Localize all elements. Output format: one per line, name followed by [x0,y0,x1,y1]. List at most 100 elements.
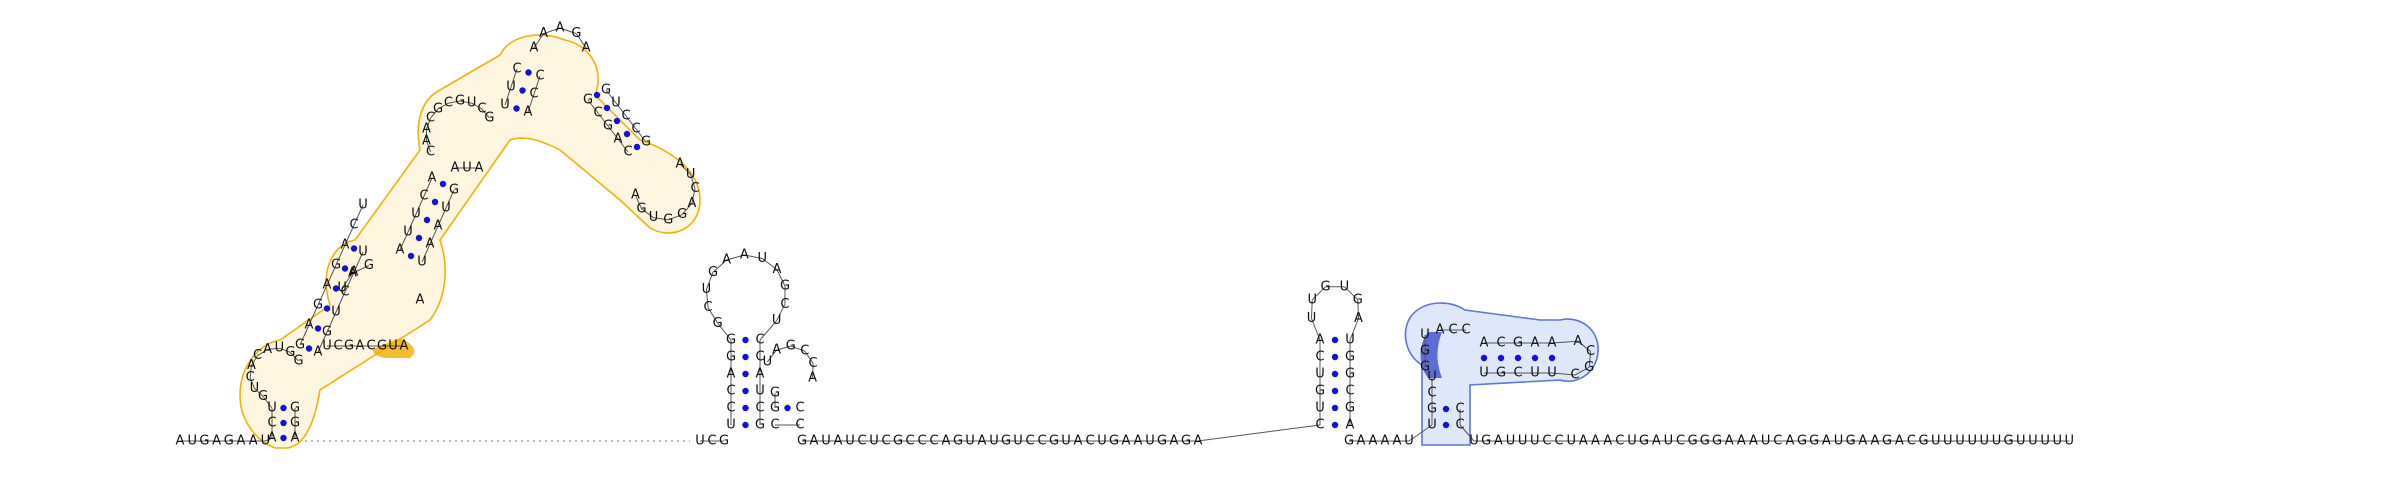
backbone-3prime-35: A [1895,434,1904,449]
backbone-segment-160 [668,214,683,221]
s1-loop-a-7: G [285,345,295,360]
backbone-mid2-0: G [1344,434,1354,449]
backbone-segment-186 [705,289,709,308]
s1-stem-e-right-2: C [621,109,630,124]
backbone-segment-189 [726,254,745,261]
s4-loop-b-0: A [1574,334,1583,349]
backbone-segment-146 [559,27,577,35]
backbone-mid1-11: C [929,434,938,449]
s1-highlighted-segment-2: G [344,339,354,354]
backbone-segment-185 [707,307,719,324]
backbone-3prime-46: U [2028,434,2038,449]
s2-stem-a-left-1: C [726,401,735,416]
s2-bridge-0: C [770,418,779,433]
s1-highlighted-segment-0: U [322,339,332,354]
backbone-segment-139 [481,108,490,119]
backbone-segment-187 [705,272,714,290]
backbone-segment-196 [759,320,777,341]
backbone-3prime-18: G [1688,434,1698,449]
s1-loop-c-3: C [426,111,435,126]
backbone-segment-150 [607,125,619,140]
backbone-3prime-49: U [2065,434,2075,449]
s3-stem-right-5: U [1345,333,1355,348]
backbone-mid1-9: C [905,434,914,449]
s3-loop-0: U [1307,311,1317,326]
s1-stem-e-right-3: C [631,122,640,137]
s1-loop-e-1: U [686,167,696,182]
backbone-3prime-0: U [1469,434,1479,449]
backbone-mid1-13: G [953,434,963,449]
backbone-3prime-44: G [2004,434,2014,449]
s1-loop-c-2: A [422,122,431,137]
backbone-segment-133 [426,117,432,130]
s1-stem-e-right-1: U [611,96,621,111]
s4-stem-b-top-4: A [1548,336,1557,351]
s3-stem-left-3: U [1315,367,1325,382]
backbone-segment-105 [290,352,299,362]
backbone-segment-244 [1459,424,1475,442]
s1-stem-d-right-0: A [524,105,533,120]
backbone-mid1-31: A [1170,434,1179,449]
s1-pair-c-2 [423,216,431,224]
s1-interior-2-left-1: U [462,161,472,176]
backbone-segment-149 [597,112,609,127]
s1-stem-a-right-2: G [290,401,300,416]
s1-loop-a-6: U [275,341,285,356]
s1-stem-c-right-2: A [434,219,443,234]
backbone-3prime-7: C [1554,434,1563,449]
s3-loop-3: U [1340,279,1350,294]
s2-pair-a-0 [742,421,749,429]
backbone-segment-157 [690,174,696,189]
backbone-mid1-5: C [857,434,866,449]
backbone-segment-162 [641,208,654,219]
backbone-segment-151 [617,138,629,153]
backbone-mid2-5: U [1404,434,1414,449]
s1-stem-b-right-4: A [350,265,359,280]
s1-stem-b-left-3: A [323,278,332,293]
s4-stem-b-bottom-3: U [1530,366,1540,381]
backbone-segment-148 [587,99,599,114]
s2-stem-a-left-5: G [726,333,736,348]
s2-pair-b-0 [784,404,791,412]
backbone-segment-124 [423,177,433,197]
backbone-5prime-3: A [212,434,221,449]
backbone-3prime-40: U [1955,434,1965,449]
backbone-segment-145 [543,27,561,35]
s1-loop-c-7: U [467,96,477,111]
backbone-segment-137 [459,100,472,104]
backbone-3prime-47: U [2040,434,2050,449]
s1-loop-a-2: C [246,370,255,385]
backbone-3prime-15: A [1652,434,1661,449]
s4-dark-segment-0: U [1420,328,1430,343]
s2-stem-a-right-3: A [756,367,765,382]
backbone-segment-125 [421,243,431,263]
backbone-mid1-19: C [1025,434,1034,449]
s1-pair-c-3 [431,198,439,206]
backbone-segment-128 [445,189,455,209]
backbone-3prime-8: U [1566,434,1576,449]
s1-loop-c-5: C [444,96,453,111]
backbone-segment-119 [341,272,353,289]
s1-loop-c-0: C [426,145,435,160]
s1-stem-b-left-1: A [305,318,314,333]
backbone-mid1-4: U [845,434,855,449]
backbone-3prime-31: G [1846,434,1856,449]
s1-pair-b-4 [341,265,349,272]
s4-stem-b-bottom-0: U [1479,366,1489,381]
backbone-mid2-1: A [1357,434,1366,449]
s4-loop-top-1: C [1448,323,1457,338]
backbone-5prime-0: A [176,434,185,449]
backbone-segment-109 [317,284,328,306]
backbone-mid1-2: U [821,434,831,449]
s4-pair-b-2 [1514,354,1522,362]
s1-pair-e-2 [613,117,621,125]
s1-loop-e-4: G [677,207,687,222]
backbone-segment-99 [249,377,255,389]
backbone-3prime-41: U [1967,434,1977,449]
s2-left-junction-0: U [695,434,705,449]
s1-stem-b-left-5: A [341,238,350,253]
s4-loop-top-2: C [1461,323,1470,338]
s2-loop-a-10: U [772,313,782,328]
